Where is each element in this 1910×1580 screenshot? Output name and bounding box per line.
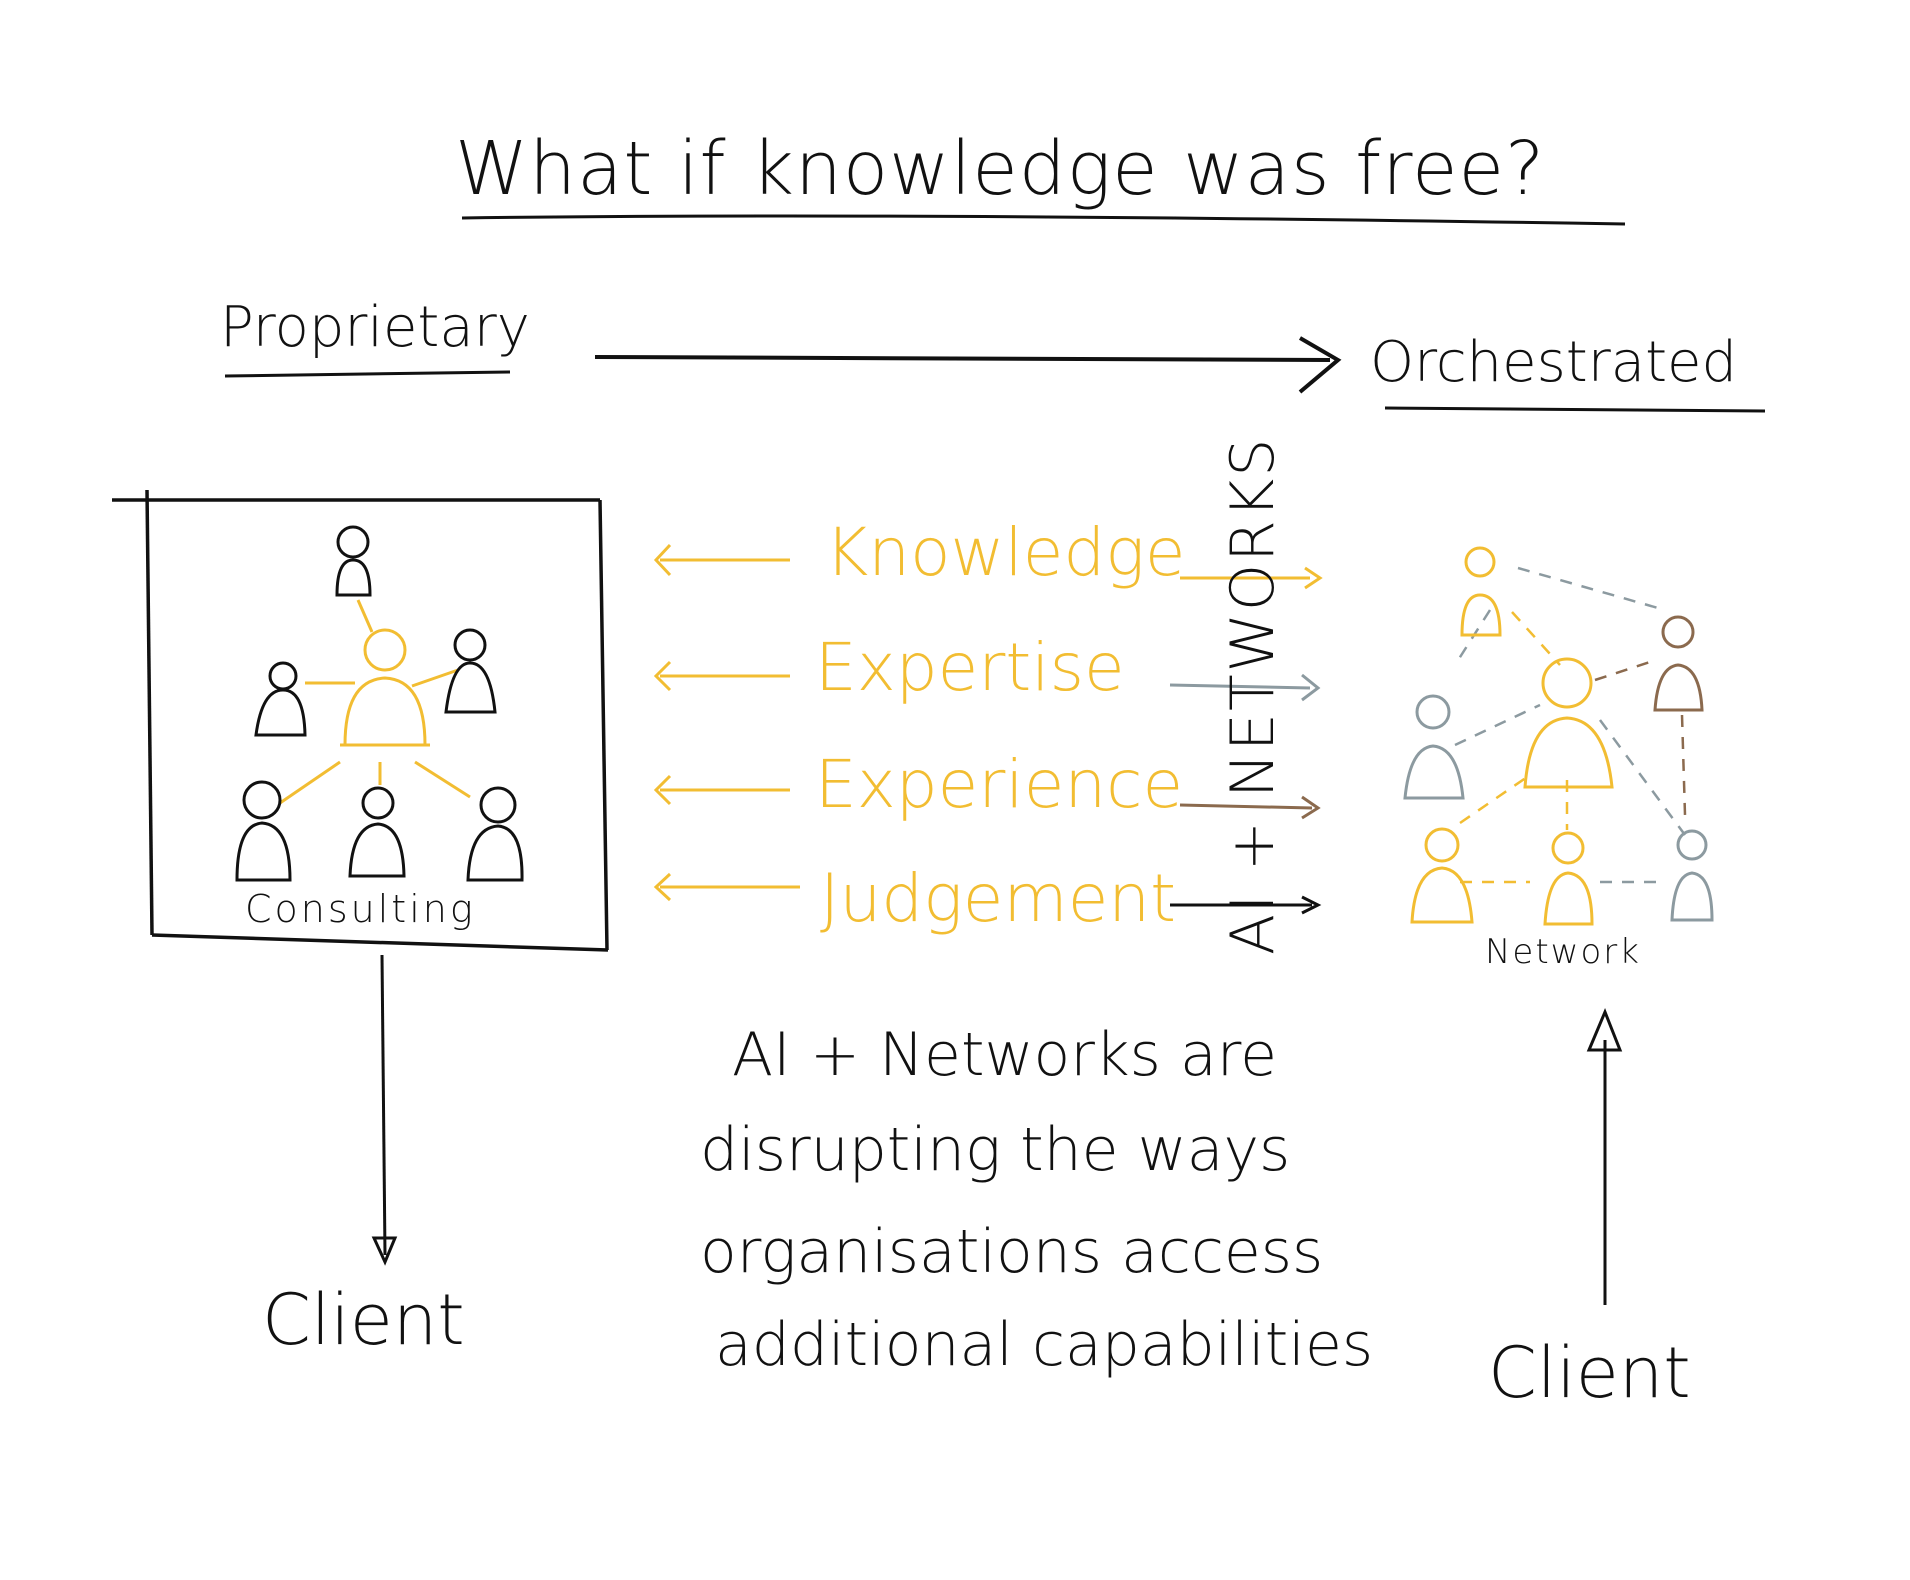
person-icon [1523, 657, 1614, 789]
spectrum-arrow [594, 336, 1342, 394]
client-left-label: Client [262, 1279, 465, 1361]
consulting-label: Consulting [245, 887, 476, 931]
client-to-network-arrow [1586, 1008, 1623, 1305]
orchestrated-label: Orchestrated [1370, 330, 1738, 395]
note-line-2: disrupting the ways [700, 1115, 1291, 1185]
person-icon [235, 780, 292, 882]
person-icon [1543, 831, 1594, 926]
consulting-box [112, 489, 609, 952]
client-right-label: Client [1488, 1332, 1691, 1414]
person-icon [466, 786, 524, 882]
note-line-4: additional capabilities [715, 1310, 1374, 1380]
orchestrated-underline [1384, 406, 1766, 413]
capability-arrows-right [1169, 566, 1323, 915]
ai-networks-vertical-label: AI + NETWORKS [1218, 436, 1288, 955]
capability-experience: Experience [815, 746, 1184, 823]
proprietary-underline [224, 370, 511, 378]
page-title: What if knowledge was free? [455, 126, 1546, 212]
consulting-people [235, 525, 524, 882]
capability-expertise: Expertise [815, 629, 1125, 706]
capability-judgement: Judgement [820, 860, 1177, 937]
title-underline [461, 214, 1626, 226]
person-icon [335, 525, 372, 597]
person-icon [1460, 546, 1502, 637]
capability-knowledge: Knowledge [825, 514, 1186, 591]
network-graph [1403, 546, 1714, 926]
consulting-lead-icon [343, 628, 427, 747]
consulting-to-client-arrow [371, 954, 398, 1266]
person-icon [444, 628, 497, 714]
capability-arrows-left [653, 543, 800, 902]
network-label: Network [1485, 932, 1641, 972]
person-icon [1670, 829, 1714, 922]
person-icon [1410, 827, 1474, 924]
note-line-3: organisations access [700, 1217, 1324, 1287]
person-icon [348, 786, 406, 878]
person-icon [254, 661, 307, 737]
note-line-1: AI + Networks are [732, 1020, 1278, 1090]
person-icon [1653, 615, 1704, 712]
proprietary-label: Proprietary [220, 295, 530, 360]
person-icon [1403, 694, 1465, 800]
